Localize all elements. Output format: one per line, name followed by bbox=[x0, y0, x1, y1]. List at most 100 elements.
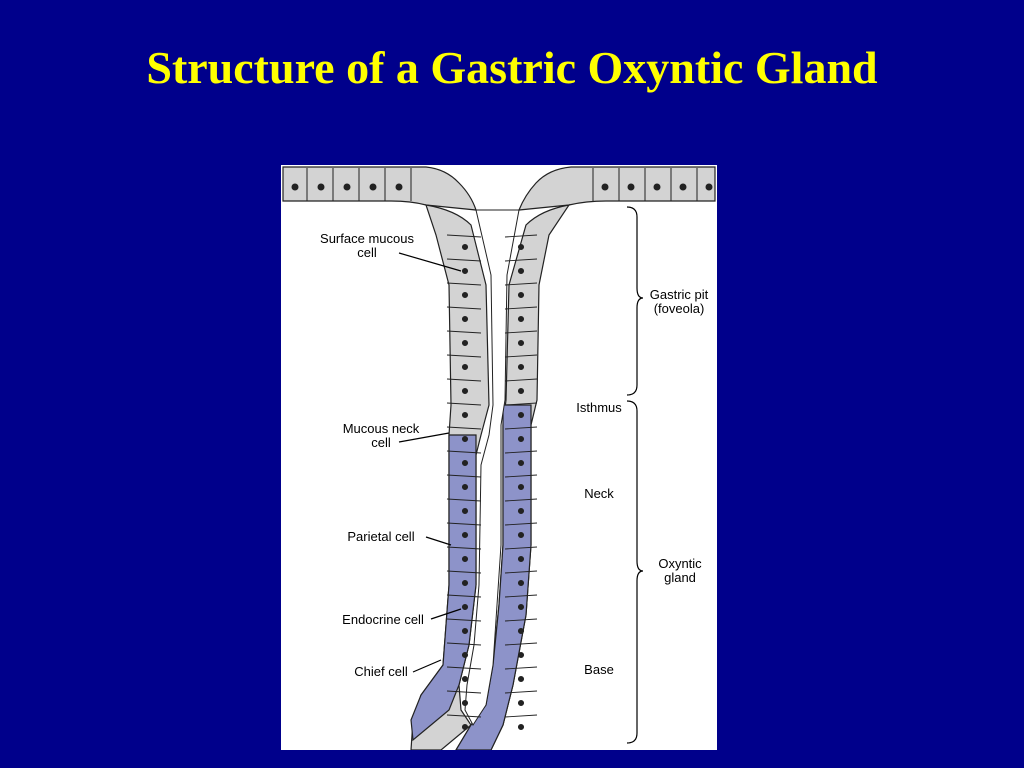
cell-nucleus bbox=[317, 183, 325, 191]
label-oxyntic-gland: Oxyntic gland bbox=[658, 556, 702, 585]
cell-nucleus bbox=[517, 507, 525, 515]
gland-cell-divider bbox=[504, 522, 538, 526]
cell-nucleus bbox=[705, 183, 713, 191]
cell-nucleus bbox=[679, 183, 687, 191]
cell-nucleus bbox=[461, 699, 469, 707]
gland-cell-divider bbox=[446, 642, 482, 646]
gland-cell-divider bbox=[504, 258, 538, 262]
cell-nucleus bbox=[461, 411, 469, 419]
gland-cell-divider bbox=[446, 570, 482, 574]
gland-cell-divider bbox=[504, 282, 538, 286]
gland-cell-divider bbox=[504, 618, 538, 622]
cell-nucleus bbox=[517, 699, 525, 707]
cell-nucleus bbox=[517, 675, 525, 683]
gland-cell-divider bbox=[446, 450, 482, 454]
gland-cell-divider bbox=[446, 282, 482, 286]
gland-cell-divider bbox=[504, 234, 538, 238]
cell-nucleus bbox=[627, 183, 635, 191]
gland-cell-divider bbox=[504, 474, 538, 478]
cell-nucleus bbox=[517, 531, 525, 539]
cell-nucleus bbox=[461, 387, 469, 395]
gland-cell-divider bbox=[504, 330, 538, 334]
gland-cell-divider bbox=[504, 426, 538, 430]
gland-cell-divider bbox=[446, 378, 482, 382]
label-mucous-neck-cell: Mucous neck cell bbox=[342, 421, 420, 450]
cell-nucleus bbox=[291, 183, 299, 191]
cell-nucleus bbox=[369, 183, 377, 191]
gland-cell-divider bbox=[504, 666, 538, 670]
label-gastric-pit: Gastric pit (foveola) bbox=[649, 287, 709, 316]
cell-nucleus bbox=[395, 183, 403, 191]
gland-cell-divider bbox=[446, 546, 482, 550]
cell-nucleus bbox=[343, 183, 351, 191]
cell-nucleus bbox=[461, 603, 469, 611]
gland-cell-divider bbox=[446, 690, 482, 694]
gland-cell-divider bbox=[504, 378, 538, 382]
pointer-lines bbox=[398, 252, 462, 673]
cell-nucleus bbox=[461, 627, 469, 635]
gland-cell-divider bbox=[446, 306, 482, 310]
label-neck: Neck bbox=[584, 486, 614, 501]
cell-nucleus bbox=[517, 291, 525, 299]
cell-nucleus bbox=[461, 315, 469, 323]
cell-nucleus bbox=[461, 651, 469, 659]
cell-nucleus bbox=[461, 531, 469, 539]
gland-cell-divider bbox=[446, 498, 482, 502]
cell-nucleus bbox=[461, 483, 469, 491]
gland-cell-divider bbox=[446, 330, 482, 334]
cell-nucleus bbox=[517, 363, 525, 371]
cell-nucleus bbox=[461, 459, 469, 467]
cell-nucleus bbox=[517, 459, 525, 467]
cell-nucleus bbox=[461, 675, 469, 683]
region-braces bbox=[626, 206, 644, 744]
gland-cell-divider bbox=[446, 618, 482, 622]
cell-nucleus bbox=[517, 579, 525, 587]
cell-nucleus bbox=[517, 387, 525, 395]
cell-nucleus bbox=[517, 243, 525, 251]
label-endocrine-cell: Endocrine cell bbox=[342, 612, 424, 627]
gland-cell-divider bbox=[504, 354, 538, 358]
gland-cell-divider bbox=[504, 306, 538, 310]
cell-nucleus bbox=[461, 267, 469, 275]
gland-cell-divider bbox=[504, 402, 538, 406]
cell-nucleus bbox=[461, 507, 469, 515]
cell-nucleus bbox=[517, 651, 525, 659]
cell-nucleus bbox=[517, 267, 525, 275]
cell-nucleus bbox=[517, 723, 525, 731]
label-chief-cell: Chief cell bbox=[354, 664, 408, 679]
gland-cell-divider bbox=[504, 546, 538, 550]
cell-nucleus bbox=[461, 723, 469, 731]
cell-nucleus bbox=[517, 627, 525, 635]
label-surface-mucous-cell: Surface mucous cell bbox=[320, 231, 414, 260]
gland-cell-divider bbox=[446, 258, 482, 262]
cell-nucleus bbox=[461, 555, 469, 563]
gland-cell-divider bbox=[504, 450, 538, 454]
cell-nucleus bbox=[461, 579, 469, 587]
cell-nucleus bbox=[517, 435, 525, 443]
gland-cell-divider bbox=[446, 234, 482, 238]
oxyntic-region-right bbox=[455, 404, 532, 750]
oxyntic-region-left bbox=[410, 434, 477, 742]
cell-nucleus bbox=[601, 183, 609, 191]
cell-nucleus bbox=[461, 291, 469, 299]
gland-cell-divider bbox=[504, 570, 538, 574]
cell-nucleus bbox=[461, 339, 469, 347]
cell-nucleus bbox=[517, 411, 525, 419]
slide-title: Structure of a Gastric Oxyntic Gland bbox=[146, 42, 878, 93]
gland-cell-divider bbox=[446, 402, 482, 406]
gland-cell-divider bbox=[446, 426, 482, 430]
gland-cell-divider bbox=[504, 642, 538, 646]
cell-nucleus bbox=[461, 435, 469, 443]
gland-cell-divider bbox=[446, 474, 482, 478]
gland-cell-divider bbox=[446, 594, 482, 598]
cell-nucleus bbox=[461, 243, 469, 251]
gland-cell-divider bbox=[446, 714, 482, 718]
gland-cell-divider bbox=[446, 666, 482, 670]
gland-illustration bbox=[282, 166, 716, 750]
cell-nucleus bbox=[517, 483, 525, 491]
cell-nucleus bbox=[653, 183, 661, 191]
cell-nucleus bbox=[517, 315, 525, 323]
label-parietal-cell: Parietal cell bbox=[347, 529, 415, 544]
gland-cell-divider bbox=[504, 690, 538, 694]
gland-cell-divider bbox=[504, 594, 538, 598]
